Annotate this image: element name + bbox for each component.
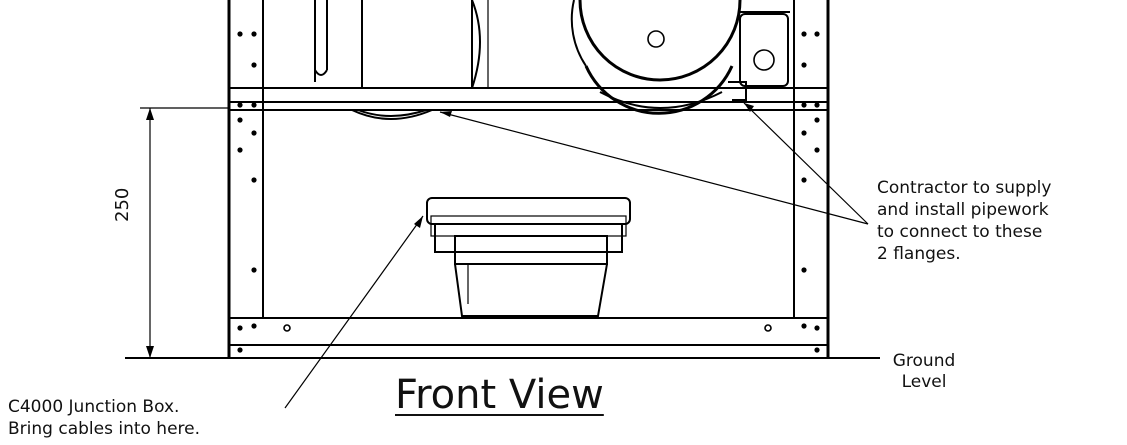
unit-frame xyxy=(227,0,830,358)
view-title: Front View xyxy=(395,372,604,418)
dimension-label: 250 xyxy=(112,187,133,222)
tank-body xyxy=(351,0,489,120)
right-post-bolts xyxy=(801,31,820,353)
leader-lines xyxy=(284,102,880,409)
dimension-250 xyxy=(140,107,228,358)
cylinder xyxy=(570,0,742,115)
left-post-bolts xyxy=(237,31,257,353)
left-slot xyxy=(314,0,328,82)
ground-level-label: Ground Level xyxy=(892,351,956,392)
flange-pipework-note: Contractor to supply and install pipewor… xyxy=(877,178,1052,264)
base-rail-holes xyxy=(283,324,772,332)
junction-box xyxy=(426,197,631,317)
junction-box-note: C4000 Junction Box. Bring cables into he… xyxy=(8,397,201,439)
flange-right xyxy=(728,11,790,101)
